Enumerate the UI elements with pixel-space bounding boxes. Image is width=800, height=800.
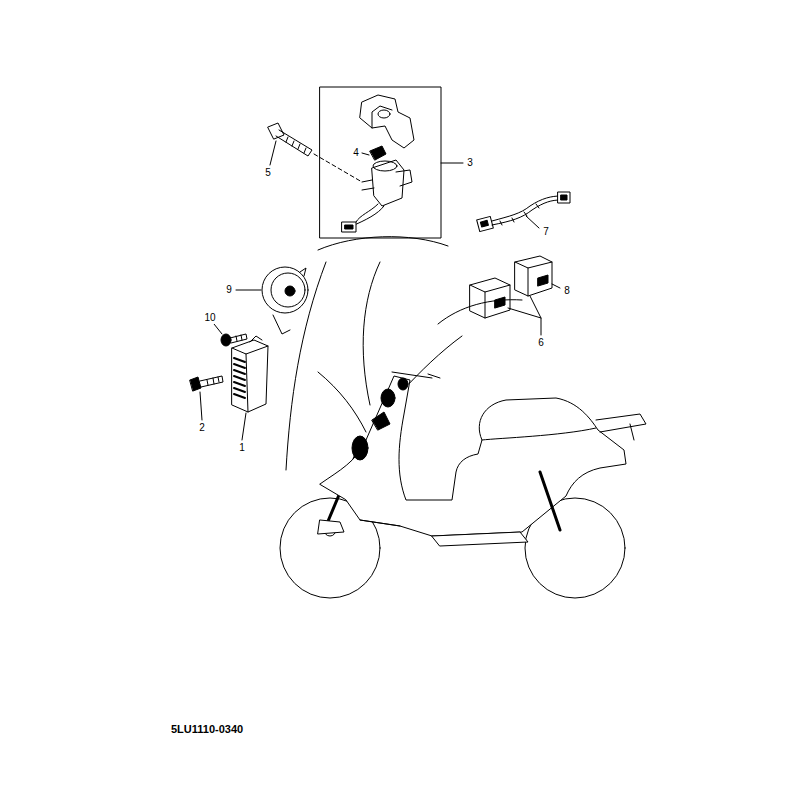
callout-number: 10 [203,312,216,324]
scooter-outline [280,372,646,598]
leader-line [200,141,560,440]
wire-harness [477,192,570,232]
bolt [268,123,362,182]
regulator [232,336,268,412]
callout-number: 1 [238,442,246,454]
callout-number: 9 [225,284,233,296]
callout-number: 4 [352,147,360,159]
callout-number: 7 [542,226,550,238]
key [370,146,386,160]
callout-number: 8 [563,285,571,297]
relay [470,278,510,318]
diagram-code: 5LU1110-0340 [170,723,244,736]
horn [262,267,308,334]
key-cover [360,95,414,148]
group-box [320,87,441,238]
callout-number: 5 [264,167,272,179]
main-switch [342,160,412,232]
callout-number: 3 [466,157,474,169]
bolt [190,376,223,391]
relay [515,256,552,296]
callout-number: 2 [198,422,206,434]
callout-number: 6 [537,337,545,349]
